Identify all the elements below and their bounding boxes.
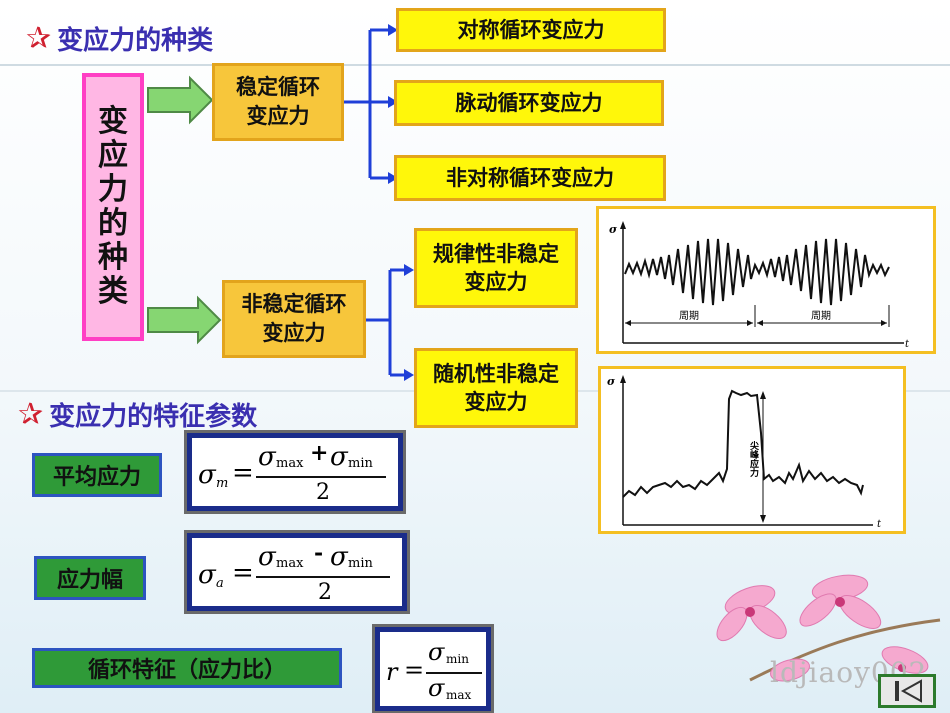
f3-lhs: r: [386, 658, 398, 686]
stable-cycle-label: 稳定循环变应力: [236, 74, 320, 128]
mean-stress-label: 平均应力: [52, 465, 141, 490]
star-icon: ✰: [26, 21, 52, 56]
regular-unstable-label: 规律性非稳定变应力: [433, 241, 559, 294]
star-icon: ✰: [18, 397, 44, 432]
mean-stress-formula: σ m = σ max + σ min 2: [184, 430, 406, 514]
f3-num-sub: min: [446, 652, 469, 666]
f2-lhs-sub: a: [216, 576, 224, 591]
plot1-x-label: t: [905, 339, 910, 350]
main-category-box: 变应力的种类: [82, 73, 144, 341]
skip-to-end-icon: [895, 679, 922, 703]
stress-amplitude-formula: σ a = σ max - σ min 2: [184, 530, 410, 614]
f3-num: σ: [428, 638, 445, 666]
stable-bracket: [344, 24, 398, 184]
section1-heading: ✰ 变应力的种类: [26, 20, 213, 57]
plot2-x-label: t: [877, 519, 882, 530]
unstable-cycle-box: 非稳定循环变应力: [222, 280, 366, 358]
f2-num-a: σ: [258, 542, 276, 572]
f2-lhs: σ: [198, 560, 216, 590]
f2-op: -: [314, 540, 324, 566]
asymmetric-cycle-label: 非对称循环变应力: [446, 165, 614, 190]
f2-num-b-sub: min: [348, 556, 373, 571]
stable-cycle-box: 稳定循环变应力: [212, 63, 344, 141]
f1-den: 2: [316, 480, 330, 505]
f1-num-a: σ: [258, 442, 276, 472]
plot2-y-label: σ: [607, 375, 616, 388]
arrow-to-unstable-icon: [147, 295, 222, 345]
pulsating-cycle-label: 脉动循环变应力: [455, 90, 603, 115]
plot1-period1-label: 周期: [679, 311, 699, 322]
f1-op: +: [310, 440, 329, 466]
f3-fraction-bar: [426, 672, 482, 674]
f2-den: 2: [318, 580, 332, 605]
random-unstable-box: 随机性非稳定变应力: [414, 348, 578, 428]
random-unstable-label: 随机性非稳定变应力: [433, 361, 559, 414]
section1-title: 变应力的种类: [57, 26, 214, 56]
stress-amplitude-label: 应力幅: [56, 568, 123, 593]
main-category-label: 变应力的种类: [98, 104, 128, 309]
f1-num-b: σ: [330, 442, 348, 472]
f2-fraction-bar: [256, 576, 390, 578]
f3-equals: =: [404, 656, 425, 684]
f1-fraction-bar: [256, 476, 386, 478]
regular-stress-plot: σ t 周期 周期: [596, 206, 936, 354]
stress-amplitude-label-box: 应力幅: [34, 556, 146, 600]
pulsating-cycle-box: 脉动循环变应力: [394, 80, 664, 126]
stress-ratio-label: 循环特征（应力比）: [87, 658, 286, 683]
f2-equals: =: [232, 558, 254, 588]
symmetric-cycle-box: 对称循环变应力: [396, 8, 666, 52]
section2-title: 变应力的特征参数: [49, 402, 258, 432]
f3-den-sub: max: [446, 688, 472, 702]
orchid-flower-decoration: [716, 574, 941, 682]
plot2-peak-label: 尖峰应力: [748, 441, 758, 477]
f1-lhs: σ: [198, 460, 216, 490]
plot1-period2-label: 周期: [811, 311, 831, 322]
f1-num-b-sub: min: [348, 456, 373, 471]
f3-den: σ: [428, 674, 445, 702]
f1-num-a-sub: max: [276, 456, 304, 471]
regular-waveform: [624, 238, 890, 306]
random-stress-plot: σ t 尖峰应力: [598, 366, 906, 534]
mean-stress-label-box: 平均应力: [32, 453, 162, 497]
regular-unstable-box: 规律性非稳定变应力: [414, 228, 578, 308]
stress-ratio-formula: r = σ min σ max: [372, 624, 494, 713]
asymmetric-cycle-box: 非对称循环变应力: [394, 155, 666, 201]
last-slide-button[interactable]: [878, 674, 936, 708]
f1-lhs-sub: m: [216, 476, 229, 491]
f2-num-a-sub: max: [276, 556, 304, 571]
unstable-bracket: [366, 264, 414, 381]
stress-ratio-label-box: 循环特征（应力比）: [32, 648, 342, 688]
f2-num-b: σ: [330, 542, 348, 572]
random-waveform: [622, 389, 864, 498]
section2-heading: ✰ 变应力的特征参数: [18, 396, 257, 433]
f1-equals: =: [232, 458, 254, 488]
arrow-to-stable-icon: [147, 75, 214, 125]
symmetric-cycle-label: 对称循环变应力: [457, 17, 605, 42]
top-rule: [0, 64, 950, 66]
unstable-cycle-label: 非稳定循环变应力: [241, 291, 347, 345]
plot1-y-label: σ: [609, 223, 618, 236]
